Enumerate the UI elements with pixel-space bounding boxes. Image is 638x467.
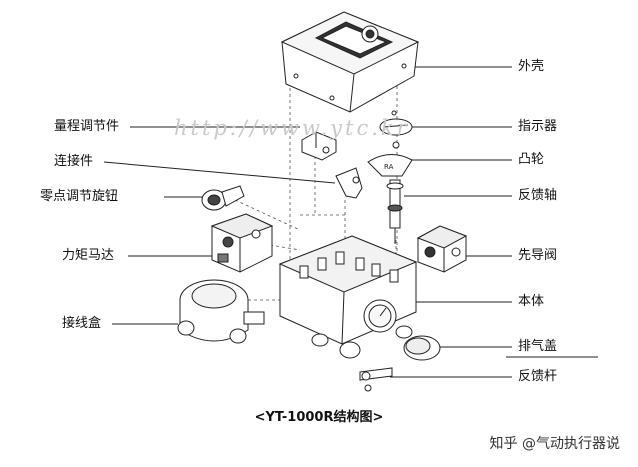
label-torque-motor: 力矩马达 [62,248,115,263]
junction-box-part [177,279,265,344]
label-exhaust-cover: 排气盖 [518,339,558,354]
cam-part: RA [367,154,413,177]
pilot-valve-part [416,225,468,273]
label-pilot-valve: 先导阀 [518,248,558,263]
label-body: 本体 [518,294,545,309]
indicator-part [379,110,413,149]
connector-part [335,167,363,199]
credit-text: 知乎 @气动执行器说 [489,436,620,452]
label-range-adjuster: 量程调节件 [54,119,120,134]
cam-mark-text: RA [384,163,394,171]
range-adjuster-part [301,131,337,161]
diagram-caption: <YT-1000R结构图> [254,410,384,425]
watermark-text: http://www.ytc.kr [174,116,410,140]
feedback-shaft-part [386,179,404,244]
label-zero-knob: 零点调节旋钮 [40,189,119,204]
feedback-lever-part [359,367,393,392]
body-part [278,235,418,359]
leader-connector [103,161,336,184]
label-junction-box: 接线盒 [62,316,102,331]
label-indicator: 指示器 [518,119,558,134]
label-feedback-lever: 反馈杆 [518,369,558,384]
label-cover: 外壳 [518,59,545,74]
label-connector: 连接件 [54,154,94,169]
cover-part [280,11,420,113]
exhaust-cover-part [403,335,441,361]
zero-knob-part [201,185,245,211]
label-feedback-shaft: 反馈轴 [518,188,558,203]
label-cam: 凸轮 [518,152,545,167]
torque-motor-part [210,213,274,273]
